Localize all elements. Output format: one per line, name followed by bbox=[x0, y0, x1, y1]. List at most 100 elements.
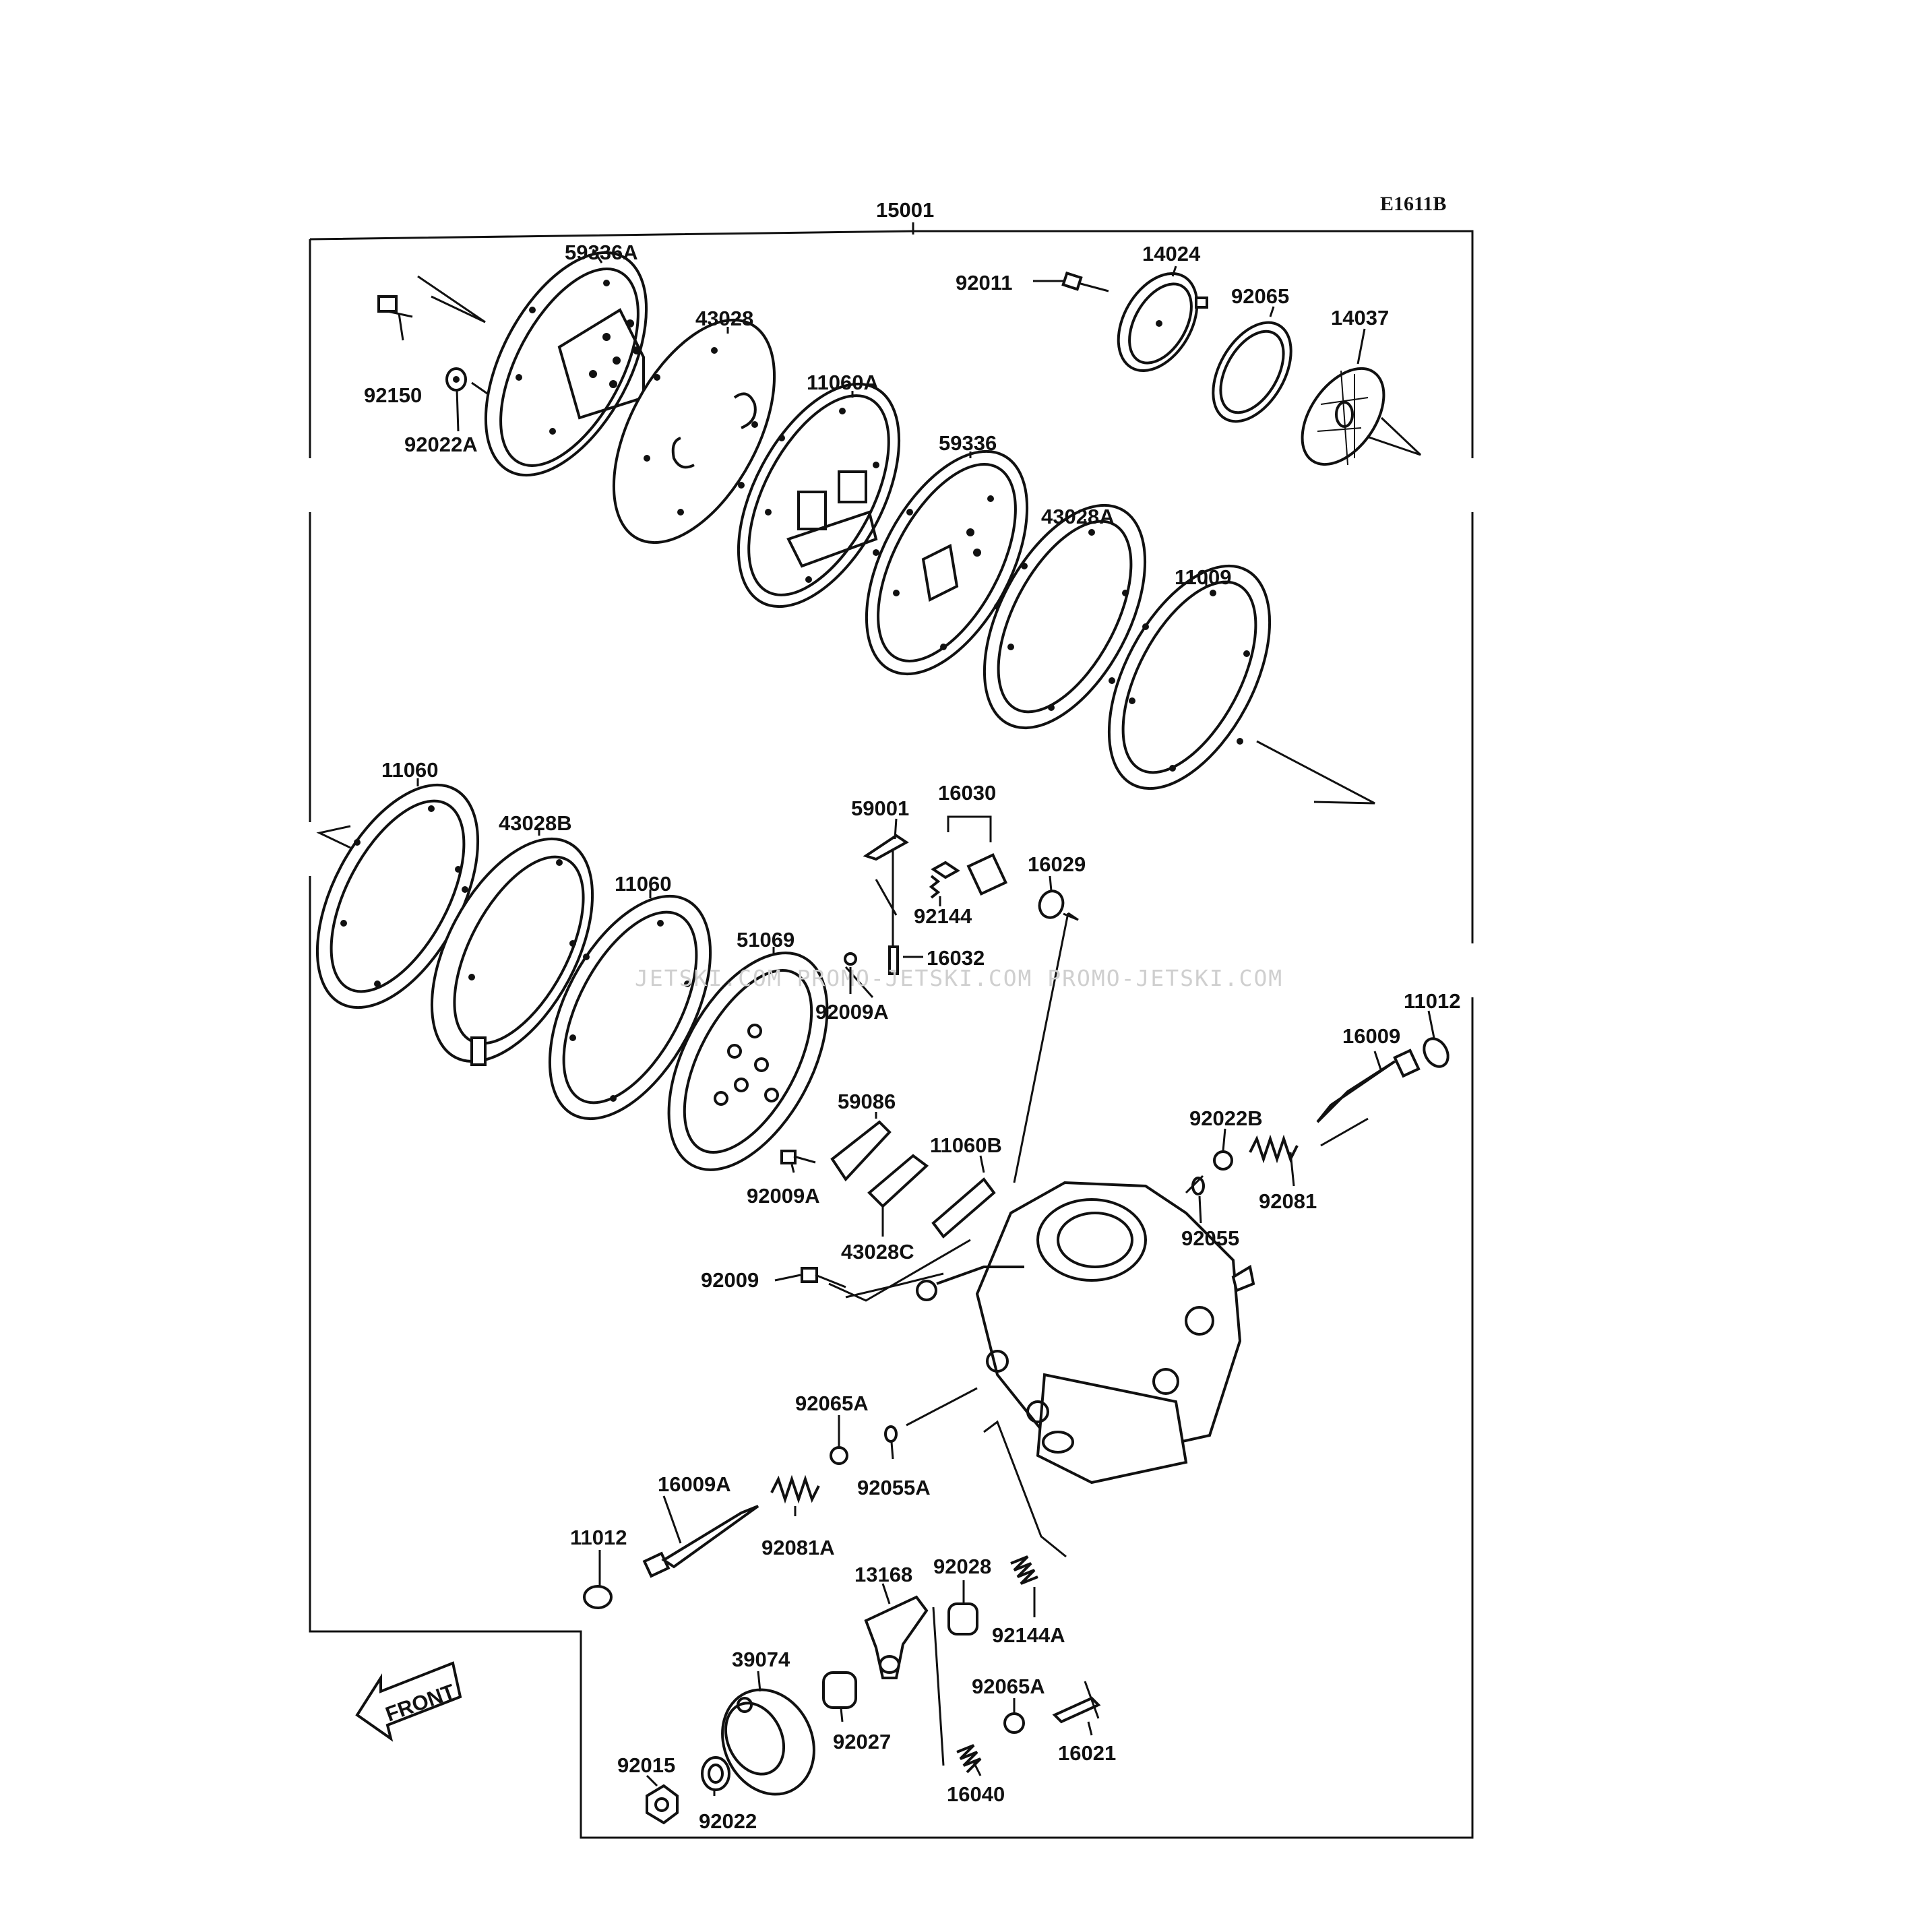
label-16009A: 16009A bbox=[658, 1472, 731, 1496]
plate-59086 bbox=[830, 1120, 892, 1182]
pin-16021 bbox=[1052, 1681, 1101, 1724]
label-11009: 11009 bbox=[1175, 565, 1232, 589]
screw-16009A bbox=[642, 1505, 759, 1578]
alignment-lines bbox=[316, 275, 1422, 1766]
label-11060A: 11060A bbox=[807, 371, 879, 394]
diaphragm-51069 bbox=[667, 952, 829, 1171]
label-92009: 92009 bbox=[701, 1268, 759, 1292]
label-92065: 92065 bbox=[1231, 284, 1289, 308]
label-16021: 16021 bbox=[1058, 1741, 1116, 1765]
label-92011: 92011 bbox=[956, 271, 1013, 294]
label-11060B: 11060B bbox=[930, 1133, 1002, 1157]
label-92065A-lower: 92065A bbox=[972, 1675, 1045, 1698]
leader-lines bbox=[398, 249, 1435, 1796]
label-43028A: 43028A bbox=[1041, 505, 1115, 528]
gasket-43028A bbox=[983, 503, 1147, 730]
assembly-boundary bbox=[307, 222, 1475, 1839]
plate-59336 bbox=[865, 449, 1029, 676]
washer-92022B bbox=[1213, 1150, 1233, 1171]
needle-16030 bbox=[931, 815, 1008, 896]
cover-14024 bbox=[1117, 272, 1208, 373]
plate-59336A bbox=[484, 251, 648, 477]
label-16030: 16030 bbox=[938, 781, 996, 805]
label-92055: 92055 bbox=[1181, 1226, 1239, 1250]
washer-92022 bbox=[701, 1756, 730, 1791]
lever-13168 bbox=[864, 1595, 929, 1679]
washer-16029 bbox=[1038, 890, 1065, 919]
label-92065A-upper: 92065A bbox=[795, 1392, 869, 1415]
label-59001: 59001 bbox=[851, 797, 909, 820]
label-92144A: 92144A bbox=[992, 1623, 1065, 1647]
part-labels: 59336A 43028 92150 92022A 11060A 92011 1… bbox=[364, 241, 1461, 1833]
label-11060-middle: 11060 bbox=[615, 872, 672, 896]
collar-92028 bbox=[947, 1602, 978, 1635]
gasket-43028 bbox=[612, 318, 776, 544]
label-92150: 92150 bbox=[364, 383, 422, 407]
label-13168: 13168 bbox=[854, 1563, 912, 1586]
label-92081: 92081 bbox=[1259, 1189, 1317, 1213]
plate-11060B bbox=[931, 1177, 996, 1239]
gasket-11060-middle bbox=[548, 894, 712, 1121]
cam-39074 bbox=[721, 1688, 815, 1796]
watermark: JETSKI.COM PROMO-JETSKI.COM PROMO-JETSKI… bbox=[635, 965, 1283, 991]
o-ring-92055A bbox=[884, 1425, 898, 1443]
washer-92022A bbox=[445, 367, 467, 392]
label-11012-upper: 11012 bbox=[1404, 989, 1461, 1013]
plate-43028B bbox=[430, 837, 594, 1066]
gasket-11060-left bbox=[315, 783, 480, 1009]
label-92009A-lower: 92009A bbox=[747, 1184, 820, 1208]
label-59086: 59086 bbox=[838, 1090, 896, 1113]
label-92015: 92015 bbox=[617, 1753, 675, 1777]
label-92027: 92027 bbox=[833, 1730, 891, 1753]
label-92022B: 92022B bbox=[1189, 1107, 1263, 1130]
o-ring-92055 bbox=[1191, 1177, 1205, 1195]
ring-92065 bbox=[1212, 321, 1292, 423]
label-92055A: 92055A bbox=[857, 1476, 931, 1499]
gasket-11009 bbox=[1107, 564, 1272, 790]
label-39074: 39074 bbox=[732, 1648, 790, 1671]
washer-92065A-lower bbox=[1003, 1712, 1025, 1734]
diagram-code: E1611B bbox=[1380, 193, 1446, 215]
label-92144: 92144 bbox=[914, 904, 972, 928]
label-14037: 14037 bbox=[1331, 306, 1389, 330]
label-11060-left: 11060 bbox=[381, 758, 439, 782]
bolt-92011 bbox=[1061, 271, 1109, 292]
label-92009A-upper: 92009A bbox=[815, 1000, 889, 1024]
screw-92009A-upper bbox=[844, 952, 857, 966]
assembly-number: 15001 bbox=[876, 198, 934, 222]
plate-11060A bbox=[737, 382, 901, 609]
label-14024: 14024 bbox=[1142, 242, 1201, 266]
label-16040: 16040 bbox=[947, 1782, 1005, 1806]
label-16032: 16032 bbox=[927, 946, 985, 970]
label-59336: 59336 bbox=[939, 431, 997, 455]
label-43028: 43028 bbox=[695, 307, 753, 330]
front-arrow-icon: FRONT bbox=[355, 1661, 462, 1742]
screw-92009A-lower bbox=[780, 1150, 816, 1164]
label-92022: 92022 bbox=[699, 1809, 757, 1833]
spring-16040 bbox=[956, 1744, 982, 1774]
label-92081A: 92081A bbox=[761, 1536, 835, 1559]
nut-92015 bbox=[646, 1784, 679, 1825]
cap-11012-lower bbox=[583, 1585, 613, 1609]
spring-92081A bbox=[770, 1474, 820, 1504]
spring-92144 bbox=[929, 875, 941, 899]
pin-16032 bbox=[888, 945, 899, 975]
label-16009: 16009 bbox=[1342, 1024, 1400, 1048]
label-16029: 16029 bbox=[1028, 852, 1086, 876]
label-92028: 92028 bbox=[933, 1555, 991, 1578]
screen-14037 bbox=[1301, 367, 1385, 466]
label-11012-lower: 11012 bbox=[570, 1526, 627, 1549]
collar-92027 bbox=[822, 1671, 857, 1709]
label-43028B: 43028B bbox=[499, 811, 572, 835]
label-51069: 51069 bbox=[737, 928, 794, 952]
screw-92009 bbox=[801, 1267, 846, 1288]
spring-92081 bbox=[1249, 1134, 1299, 1164]
cap-11012-upper bbox=[1423, 1037, 1450, 1068]
lever-59001 bbox=[863, 834, 909, 950]
label-59336A: 59336A bbox=[565, 241, 638, 264]
spring-92144A bbox=[1010, 1555, 1038, 1585]
label-43028C: 43028C bbox=[841, 1240, 914, 1264]
carburetor-body bbox=[916, 1181, 1255, 1485]
screw-16009 bbox=[1316, 1049, 1421, 1123]
